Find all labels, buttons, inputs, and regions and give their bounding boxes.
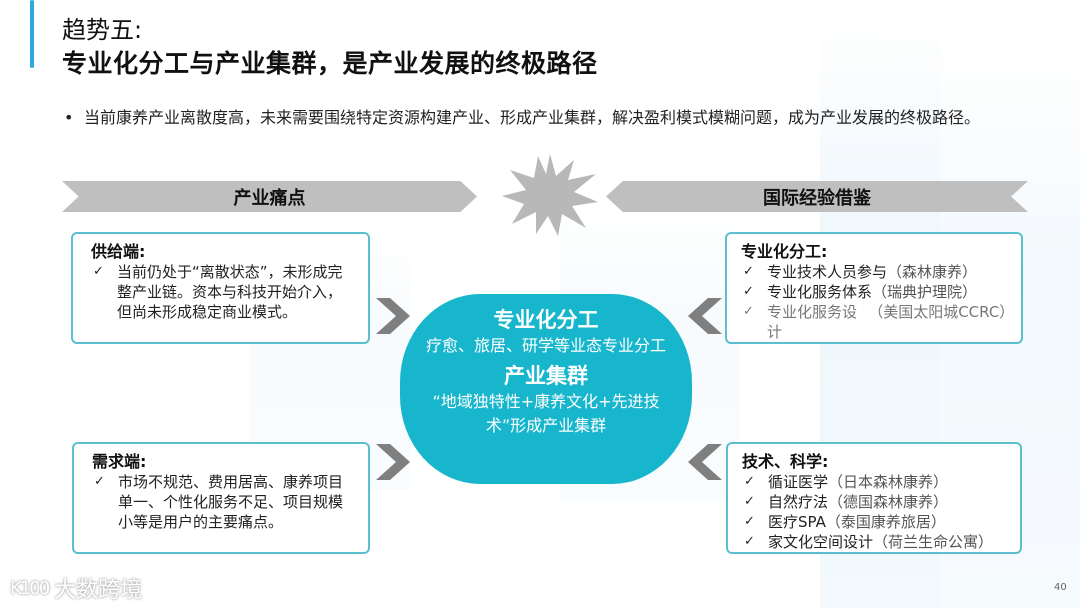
- center-text-specialization: 疗愈、旅居、研学等业态专业分工: [425, 336, 666, 355]
- list-item-example: （日本森林康养）: [828, 473, 949, 491]
- list-item-example: （德国森林康养）: [828, 493, 949, 511]
- logo-text: 大数跨境: [54, 578, 143, 603]
- slide-subtitle: 趋势五:: [62, 16, 143, 44]
- center-heading-cluster: 产业集群: [504, 364, 588, 388]
- list-item: ✓ 专业化服务设计 （美国太阳城CCRC）: [741, 302, 1015, 342]
- title-accent-bar: [30, 0, 34, 68]
- card-demand-side: 需求端: ✓ 市场不规范、费用居高、康养项目单一、个性化服务不足、项目规模小等是…: [72, 442, 370, 554]
- bullet-dot: •: [64, 108, 74, 127]
- list-item: ✓ 专业技术人员参与 （森林康养）: [741, 262, 1009, 282]
- list-item: ✓ 医疗SPA （泰国康养旅居）: [742, 512, 1008, 532]
- banner-pain-points-label: 产业痛点: [233, 187, 306, 209]
- intro-bullet: • 当前康养产业离散度高，未来需要围绕特定资源构建产业、形成产业集群，解决盈利模…: [64, 104, 1024, 132]
- list-item-main: 专业化服务体系: [767, 283, 873, 301]
- chevron-left-icon: [688, 444, 722, 480]
- list-item-text: 当前仍处于“离散状态”，未形成完整产业链。资本与科技开始介入，但尚未形成稳定商业…: [117, 263, 343, 321]
- watermark-logo: K100 大数跨境: [10, 572, 142, 604]
- card-supply-title: 供给端:: [91, 242, 146, 261]
- list-item-main: 家文化空间设计: [768, 533, 874, 551]
- chevron-right-icon: [376, 444, 410, 480]
- list-item: ✓ 自然疗法 （德国森林康养）: [742, 492, 1008, 512]
- center-text-cluster: “地域独特性+康养文化+先进技术”形成产业集群: [432, 392, 660, 435]
- card-technology-science: 技术、科学: ✓ 循证医学 （日本森林康养） ✓ 自然疗法 （德国森林康养） ✓…: [726, 442, 1022, 554]
- list-item-example: （泰国康养旅居）: [825, 513, 946, 531]
- banner-international-label: 国际经验借鉴: [763, 187, 871, 209]
- check-icon: ✓: [744, 534, 755, 549]
- card-technology-title: 技术、科学:: [742, 452, 829, 471]
- starburst-icon: [502, 154, 598, 236]
- check-icon: ✓: [743, 284, 754, 299]
- check-icon: ✓: [94, 474, 105, 489]
- check-icon: ✓: [744, 474, 755, 489]
- list-item: ✓ 当前仍处于“离散状态”，未形成完整产业链。资本与科技开始介入，但尚未形成稳定…: [91, 262, 356, 322]
- card-specialization: 专业化分工: ✓ 专业技术人员参与 （森林康养） ✓ 专业化服务体系 （瑞典护理…: [725, 232, 1023, 344]
- check-icon: ✓: [743, 304, 754, 319]
- card-specialization-title: 专业化分工:: [741, 242, 828, 261]
- list-item-example: （美国太阳城CCRC）: [868, 303, 1015, 321]
- list-item-example: （荷兰生命公寓）: [873, 533, 994, 551]
- card-supply-side: 供给端: ✓ 当前仍处于“离散状态”，未形成完整产业链。资本与科技开始介入，但尚…: [71, 232, 370, 344]
- check-icon: ✓: [744, 494, 755, 509]
- list-item-text: 市场不规范、费用居高、康养项目单一、个性化服务不足、项目规模小等是用户的主要痛点…: [118, 473, 344, 531]
- list-item-main: 医疗SPA: [768, 513, 826, 531]
- list-item-main: 专业技术人员参与: [767, 263, 888, 281]
- list-item-main: 自然疗法: [768, 493, 829, 511]
- slide-title: 专业化分工与产业集群，是产业发展的终极路径: [62, 49, 598, 78]
- banner-pain-points: 产业痛点: [62, 181, 477, 212]
- list-item: ✓ 市场不规范、费用居高、康养项目单一、个性化服务不足、项目规模小等是用户的主要…: [92, 472, 356, 532]
- intro-text: 当前康养产业离散度高，未来需要围绕特定资源构建产业、形成产业集群，解决盈利模式模…: [84, 108, 981, 127]
- page-number: 40: [1054, 582, 1067, 593]
- banner-international-experience: 国际经验借鉴: [606, 181, 1028, 212]
- list-item-main: 专业化服务设计: [767, 303, 858, 341]
- center-oval: 专业化分工 疗愈、旅居、研学等业态专业分工 产业集群 “地域独特性+康养文化+先…: [400, 294, 692, 484]
- check-icon: ✓: [744, 514, 755, 529]
- chevron-right-icon: [376, 298, 410, 334]
- list-item-example: （森林康养）: [887, 263, 978, 281]
- check-icon: ✓: [743, 264, 754, 279]
- card-demand-title: 需求端:: [92, 452, 147, 471]
- list-item-main: 循证医学: [768, 473, 829, 491]
- list-item: ✓ 家文化空间设计 （荷兰生命公寓）: [742, 532, 1008, 552]
- logo-mark-icon: K100: [10, 577, 50, 599]
- check-icon: ✓: [93, 264, 104, 279]
- chevron-left-icon: [688, 298, 722, 334]
- list-item-example: （瑞典护理院）: [872, 283, 978, 301]
- list-item: ✓ 循证医学 （日本森林康养）: [742, 472, 1008, 492]
- center-heading-specialization: 专业化分工: [493, 308, 599, 332]
- list-item: ✓ 专业化服务体系 （瑞典护理院）: [741, 282, 1009, 302]
